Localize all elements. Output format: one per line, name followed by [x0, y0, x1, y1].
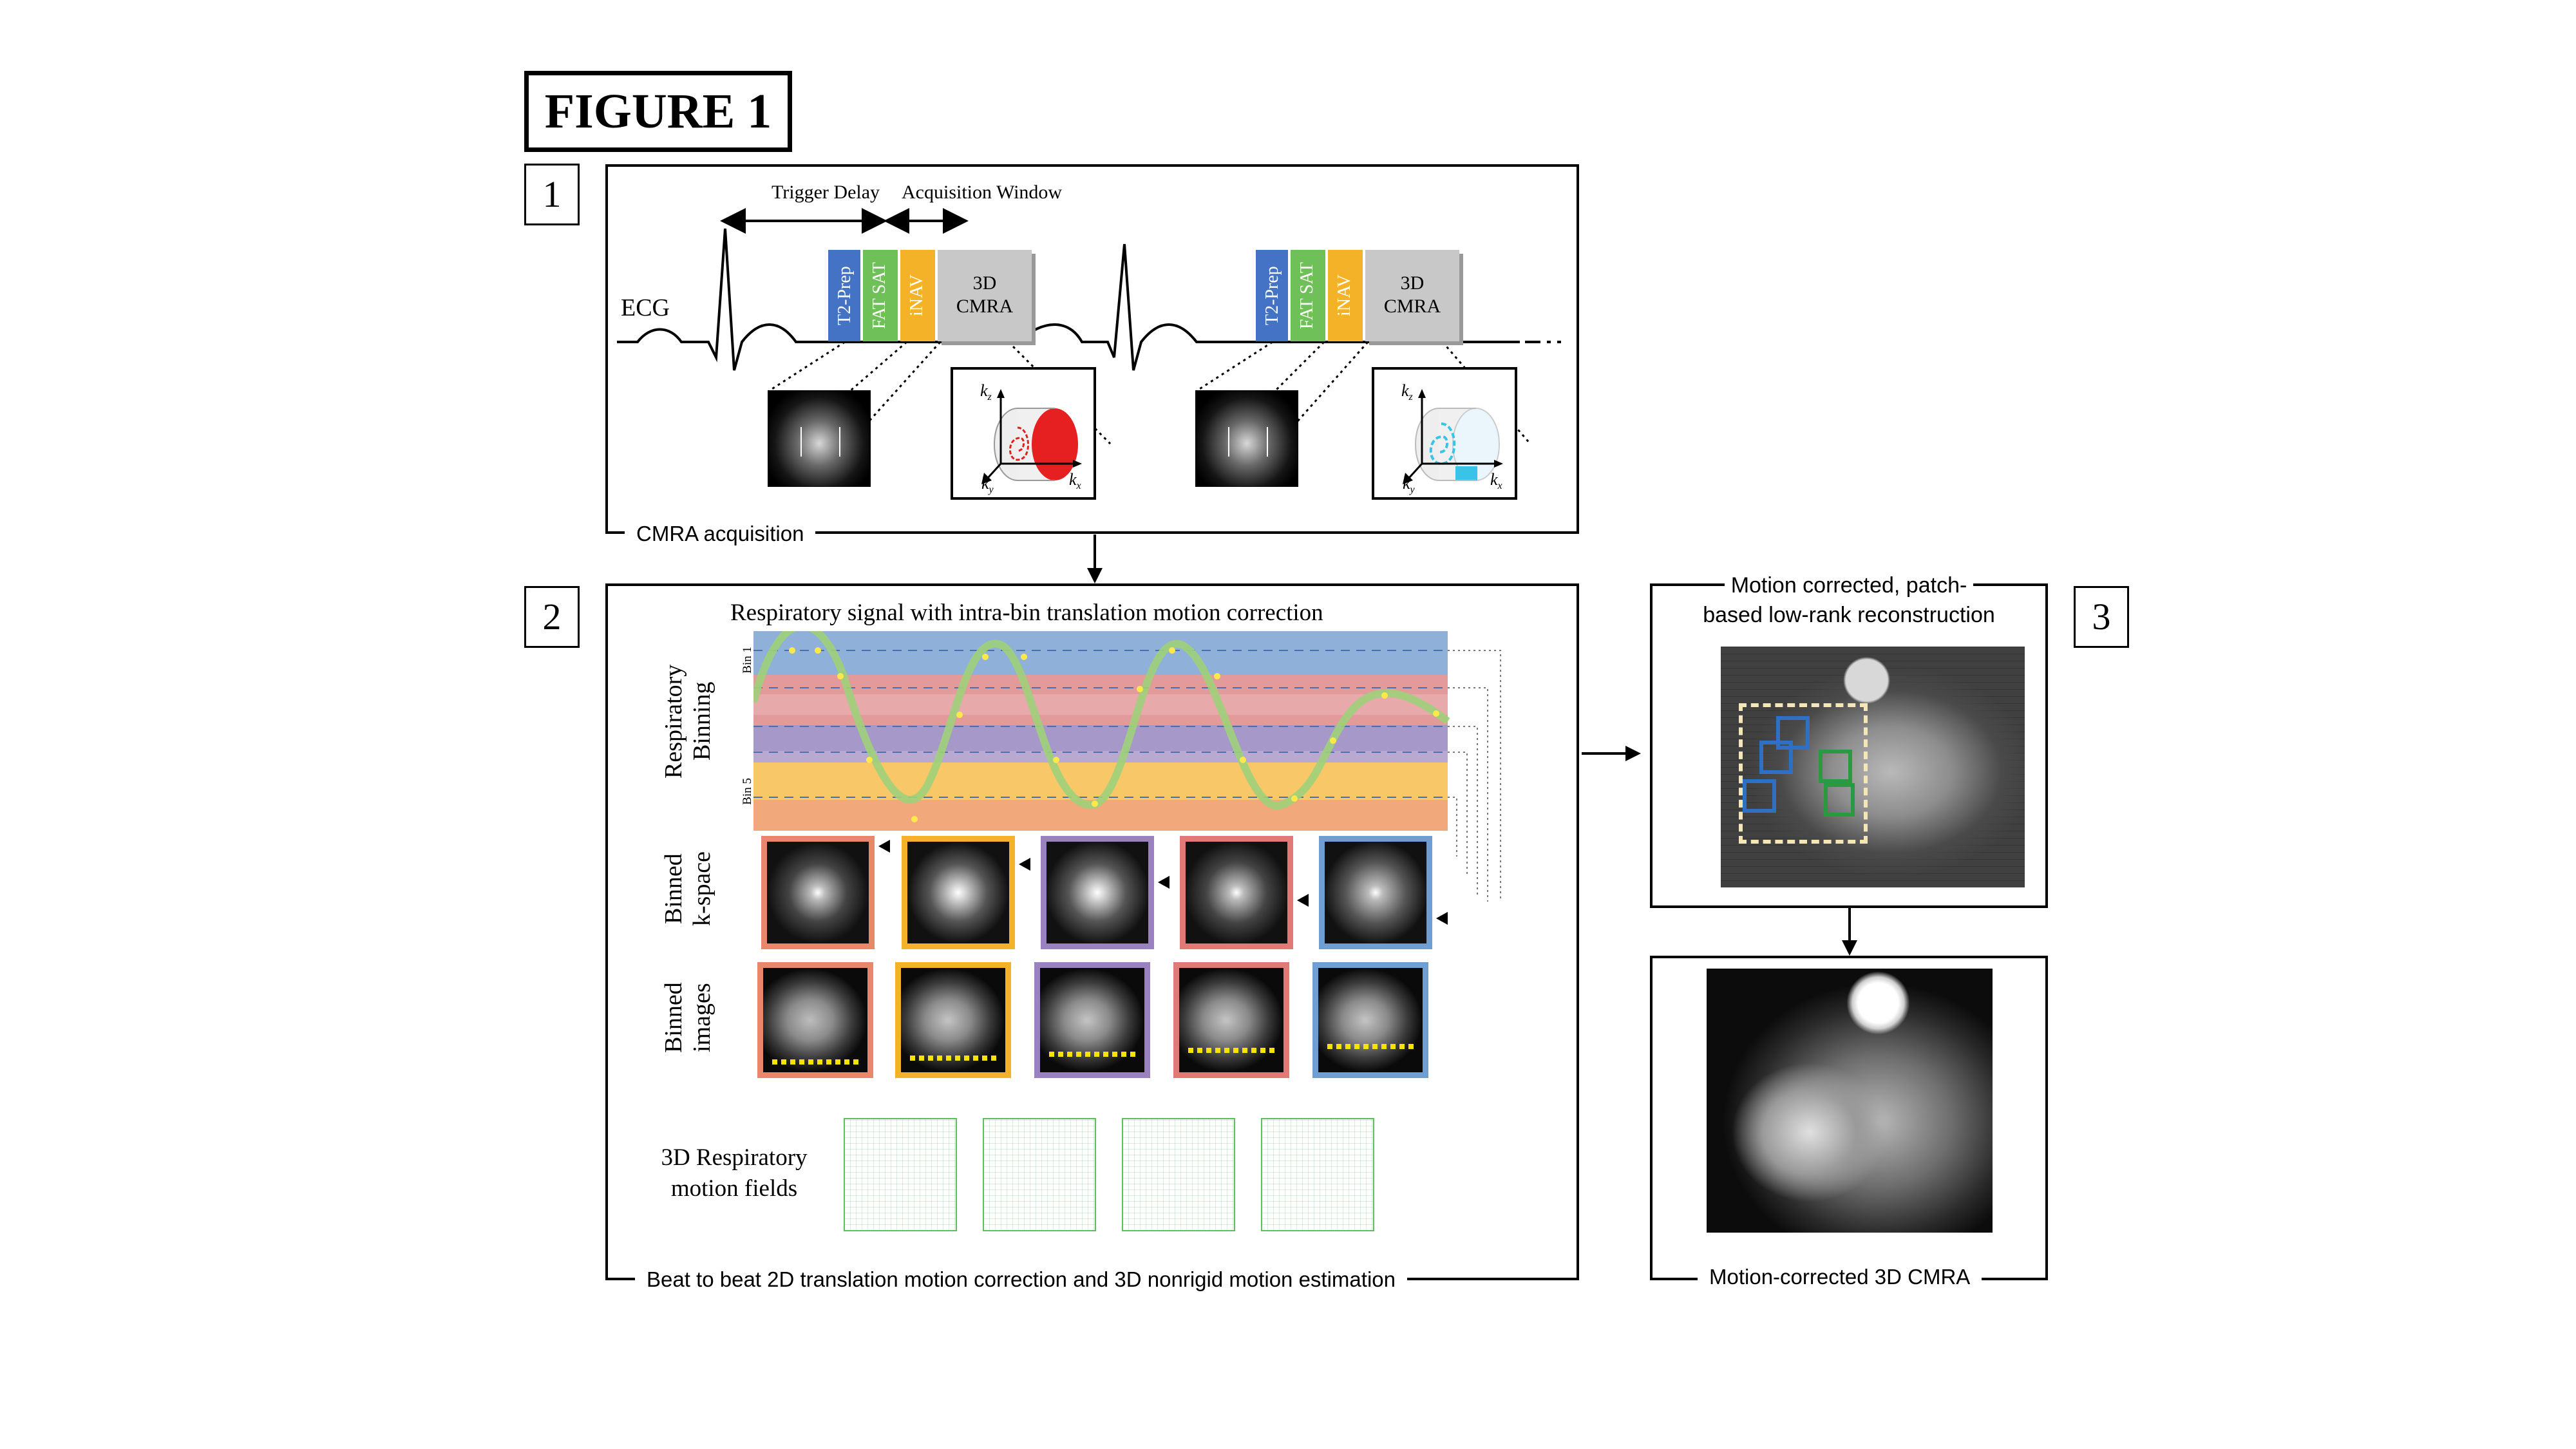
- kz-axis-label: kz: [1401, 381, 1413, 403]
- panel-3-title: Motion corrected, patch- based low-rank …: [1703, 573, 1995, 627]
- blue-patch-2: [1759, 741, 1793, 774]
- kspace-tile-bin3: [1041, 836, 1154, 949]
- binned-image-bin5: [757, 962, 873, 1078]
- motion-field-3: [1122, 1118, 1235, 1231]
- panel-1-number: 1: [524, 164, 580, 225]
- kspace-tile-bin5: [761, 836, 875, 949]
- panel-3-result-caption: Motion-corrected 3D CMRA: [1698, 1265, 1982, 1289]
- blue-patch-3: [1743, 779, 1776, 813]
- fatsat-pulse-2: FAT SAT: [1291, 250, 1325, 341]
- t2prep-pulse-2: T2-Prep: [1256, 250, 1288, 341]
- binned-image-bin2: [1173, 962, 1289, 1078]
- ky-axis-label: ky: [1403, 474, 1415, 496]
- panel-3-number: 3: [2074, 586, 2129, 648]
- binned-image-bin1: [1312, 962, 1428, 1078]
- kspace-trajectory-2: kz ky kx: [1372, 367, 1517, 500]
- kspace-tile-bin1: [1319, 836, 1432, 949]
- inav-pulse-1: iNAV: [900, 250, 935, 341]
- cmra-line-1: 3D: [972, 272, 997, 294]
- panel-1-caption: CMRA acquisition: [625, 522, 816, 546]
- cmra-line-2: CMRA: [956, 296, 1014, 317]
- arrow-1-to-2: [1087, 535, 1103, 583]
- kz-axis-label: kz: [980, 381, 992, 403]
- kspace-tile-bin4: [902, 836, 1015, 949]
- figure-title: FIGURE 1: [544, 84, 772, 138]
- inav-pulse-2: iNAV: [1328, 250, 1363, 341]
- cmra-line-2: CMRA: [1383, 296, 1441, 317]
- acquisition-window-label: Acquisition Window: [902, 182, 1063, 203]
- binned-image-bin3: [1034, 962, 1150, 1078]
- t2prep-pulse-1: T2-Prep: [828, 250, 860, 341]
- binned-image-bin4: [895, 962, 1011, 1078]
- arrow-3-down: [1842, 908, 1857, 956]
- fatsat-pulse-1: FAT SAT: [863, 250, 898, 341]
- kspace-tile-bin2: [1180, 836, 1293, 949]
- inav-image-2: [1195, 390, 1298, 487]
- bin-1-label: Bin 1: [741, 647, 754, 674]
- kspace-trajectory-1: kz ky kx: [951, 367, 1096, 500]
- ecg-label: ECG: [621, 294, 670, 321]
- respiratory-signal-plot: [753, 631, 1501, 902]
- cmra-block-2: 3D CMRA: [1365, 250, 1459, 341]
- cmra-block-1: 3D CMRA: [938, 250, 1032, 341]
- ecg-trace: [617, 228, 1520, 371]
- patch-reconstruction-image: [1721, 647, 2025, 887]
- trigger-delay-label: Trigger Delay: [772, 182, 880, 203]
- motion-fields-label: 3D Respiratory motion fields: [661, 1144, 808, 1202]
- ecg-diagram: [617, 208, 1561, 445]
- cmra-line-1: 3D: [1400, 272, 1425, 294]
- panel-2-caption: Beat to beat 2D translation motion corre…: [635, 1267, 1407, 1292]
- panel-2-title: Respiratory signal with intra-bin transl…: [730, 600, 1323, 626]
- green-patch-2: [1824, 783, 1855, 817]
- panel-2-number: 2: [524, 586, 580, 648]
- kx-axis-label: kx: [1069, 470, 1081, 492]
- motion-field-2: [983, 1118, 1096, 1231]
- motion-field-1: [844, 1118, 957, 1231]
- respiratory-waveform: [753, 631, 1450, 810]
- kx-axis-label: kx: [1490, 470, 1502, 492]
- inav-image-1: [768, 390, 871, 487]
- blue-patch-1: [1776, 716, 1810, 750]
- motion-corrected-cmra-image: [1707, 969, 1993, 1233]
- arrow-2-to-3: [1582, 746, 1641, 761]
- motion-field-4: [1261, 1118, 1374, 1231]
- green-patch-1: [1819, 750, 1852, 783]
- bin-5-label: Bin 5: [741, 778, 754, 805]
- figure-title-box: FIGURE 1: [524, 71, 792, 152]
- kspace-arrows: [878, 840, 1448, 925]
- ky-axis-label: ky: [981, 474, 994, 496]
